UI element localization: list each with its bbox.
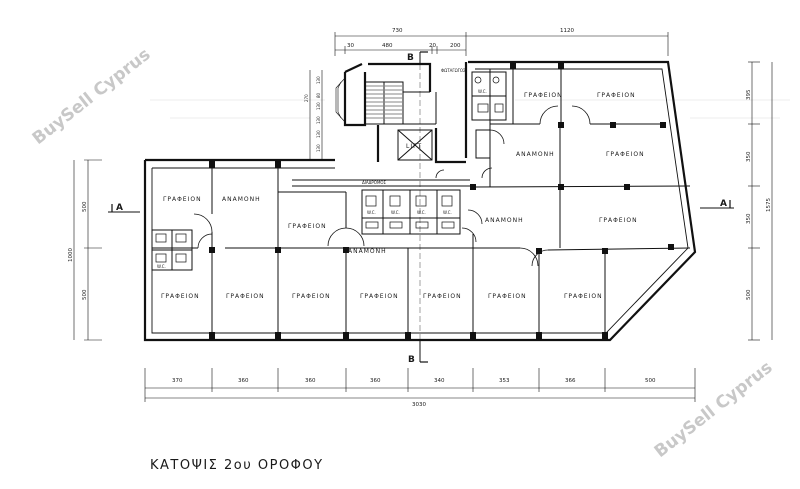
light-well-label: ΦΩΤΑΓΩΓΟΣ xyxy=(441,68,466,73)
corridor-label: ΔΙΑΔΡΟΜΟΣ xyxy=(362,180,387,185)
section-marker-a-right: A xyxy=(720,199,727,209)
room-label-office: ΓΡΑΦΕΙΟΝ xyxy=(564,293,603,300)
dim-top-segment: 480 xyxy=(382,43,393,49)
room-label-wc: W.C. xyxy=(391,210,400,215)
dim-top-segment: 200 xyxy=(450,43,461,49)
room-label-waiting: ΑΝΑΜΟΝΗ xyxy=(348,248,387,255)
dim-right-total: 1575 xyxy=(766,198,772,212)
dim-bottom-segment: 360 xyxy=(305,378,316,384)
room-label-wc: W.C. xyxy=(367,210,376,215)
drawing-title: ΚΑΤΟΨΙΣ 2ου ΟΡΟΦΟΥ xyxy=(150,458,324,473)
dim-right-segment: 500 xyxy=(746,289,752,300)
scan-artifacts xyxy=(150,99,790,119)
dim-stair: 270 xyxy=(304,94,309,102)
room-label-waiting: ΑΝΑΜΟΝΗ xyxy=(516,151,555,158)
watermark-top-left: BuySell Cyprus xyxy=(29,45,155,149)
door-swings xyxy=(193,105,591,267)
room-label-office: ΓΡΑΦΕΙΟΝ xyxy=(360,293,399,300)
dim-left-segment: 500 xyxy=(82,201,88,212)
room-label-lift: LIFT xyxy=(406,143,422,150)
dim-bottom-segment: 366 xyxy=(565,378,576,384)
stair-treads xyxy=(335,77,402,123)
dim-top-segment: 20 xyxy=(429,43,436,49)
room-label-waiting: ΑΝΑΜΟΝΗ xyxy=(222,196,261,203)
room-labels: ΓΡΑΦΕΙΟΝ ΑΝΑΜΟΝΗ ΓΡΑΦΕΙΟΝ ΑΝΑΜΟΝΗ ΓΡΑΦΕΙ… xyxy=(157,68,645,300)
dim-bottom-total: 3030 xyxy=(412,402,426,408)
dim-stair: 130 xyxy=(316,130,321,138)
room-label-wc: W.C. xyxy=(443,210,452,215)
room-label-office: ΓΡΑΦΕΙΟΝ xyxy=(292,293,331,300)
dim-bottom-segment: 500 xyxy=(645,378,656,384)
dim-top-overall-right: 1120 xyxy=(560,28,574,34)
watermark-bottom-right: BuySell Cyprus xyxy=(651,358,777,462)
interior-partitions xyxy=(151,69,691,333)
dimension-lines xyxy=(73,32,773,402)
dim-top-segment: 30 xyxy=(347,43,354,49)
room-label-waiting: ΑΝΑΜΟΝΗ xyxy=(485,217,524,224)
dim-right-segment: 350 xyxy=(746,213,752,224)
section-markers: A A B B xyxy=(108,51,734,365)
dim-stair: 80 xyxy=(316,92,321,98)
room-label-wc: W.C. xyxy=(417,210,426,215)
dim-left-segment: 500 xyxy=(82,289,88,300)
room-label-office: ΓΡΑΦΕΙΟΝ xyxy=(288,223,327,230)
dim-right-segment: 350 xyxy=(746,151,752,162)
room-label-office: ΓΡΑΦΕΙΟΝ xyxy=(161,293,200,300)
dim-stair: 130 xyxy=(316,102,321,110)
room-label-office: ΓΡΑΦΕΙΟΝ xyxy=(606,151,645,158)
dim-stair: 130 xyxy=(316,76,321,84)
room-label-office: ΓΡΑΦΕΙΟΝ xyxy=(524,92,563,99)
dimension-labels: 730 1120 30 480 20 200 370 360 360 360 3… xyxy=(68,28,772,408)
room-label-office: ΓΡΑΦΕΙΟΝ xyxy=(423,293,462,300)
room-label-wc: W.C. xyxy=(478,89,487,94)
room-label-wc: W.C. xyxy=(157,264,166,269)
outer-wall-inner-line xyxy=(151,68,689,334)
section-marker-a-left: A xyxy=(116,203,123,213)
dim-stair: 130 xyxy=(316,144,321,152)
dim-bottom-segment: 360 xyxy=(238,378,249,384)
dim-bottom-segment: 340 xyxy=(434,378,445,384)
room-label-office: ΓΡΑΦΕΙΟΝ xyxy=(163,196,202,203)
dim-bottom-segment: 353 xyxy=(499,378,510,384)
section-marker-b-top: B xyxy=(407,53,414,63)
dim-bottom-segment: 370 xyxy=(172,378,183,384)
room-label-office: ΓΡΑΦΕΙΟΝ xyxy=(488,293,527,300)
section-marker-b-bottom: B xyxy=(408,355,415,365)
dim-right-segment: 395 xyxy=(746,89,752,100)
dim-top-overall-left: 730 xyxy=(392,28,403,34)
dim-bottom-segment: 360 xyxy=(370,378,381,384)
dim-stair: 130 xyxy=(316,116,321,124)
fixtures xyxy=(155,76,504,263)
room-label-office: ΓΡΑΦΕΙΟΝ xyxy=(599,217,638,224)
room-label-office: ΓΡΑΦΕΙΟΝ xyxy=(597,92,636,99)
room-label-office: ΓΡΑΦΕΙΟΝ xyxy=(226,293,265,300)
dim-left-total: 1000 xyxy=(68,248,74,262)
